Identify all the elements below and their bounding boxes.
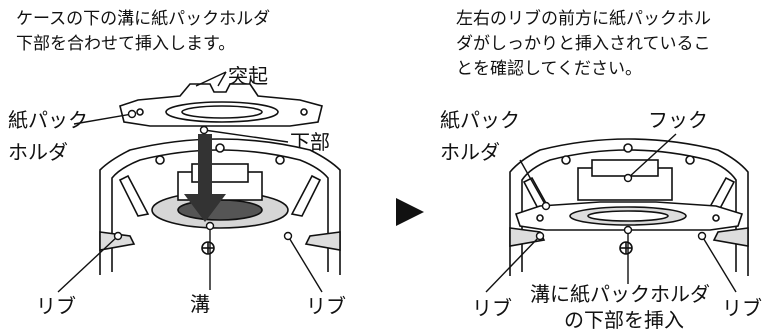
- left-holder-plate: [119, 83, 323, 127]
- label-rib-left-b: リブ: [306, 294, 346, 318]
- label-rib-right-b: リブ: [722, 296, 762, 320]
- insert-down-arrow: [184, 134, 226, 222]
- right-leaders: [485, 133, 737, 293]
- label-holder-left-2: ホルダ: [8, 140, 68, 164]
- left-caption-line-1: ケースの下の溝に紙パックホルダ: [16, 9, 271, 29]
- left-leaders: [57, 71, 323, 293]
- right-caption-line-1: 左右のリブの前方に紙パックホル: [456, 9, 711, 29]
- label-hook: フック: [648, 108, 708, 132]
- left-caption-line-2: 下部を合わせて挿入します。: [16, 34, 236, 54]
- label-holder-right-2: ホルダ: [440, 140, 500, 164]
- right-caption-line-3: とを確認してください。: [456, 59, 642, 79]
- label-holder-left-1: 紙パック: [8, 108, 88, 132]
- right-holder-plate: [509, 201, 749, 247]
- label-insert-2: の下部を挿入: [564, 308, 684, 332]
- label-rib-right-a: リブ: [472, 296, 512, 320]
- label-holder-right-1: 紙パック: [440, 108, 520, 132]
- label-insert-1: 溝に紙パックホルダ: [530, 282, 710, 306]
- right-caption-line-2: ダがしっかりと挿入されているこ: [456, 34, 711, 54]
- left-case: [99, 138, 341, 275]
- label-groove: 溝: [190, 292, 210, 316]
- label-rib-left-a: リブ: [36, 294, 76, 318]
- right-triangle-arrow: [396, 198, 424, 226]
